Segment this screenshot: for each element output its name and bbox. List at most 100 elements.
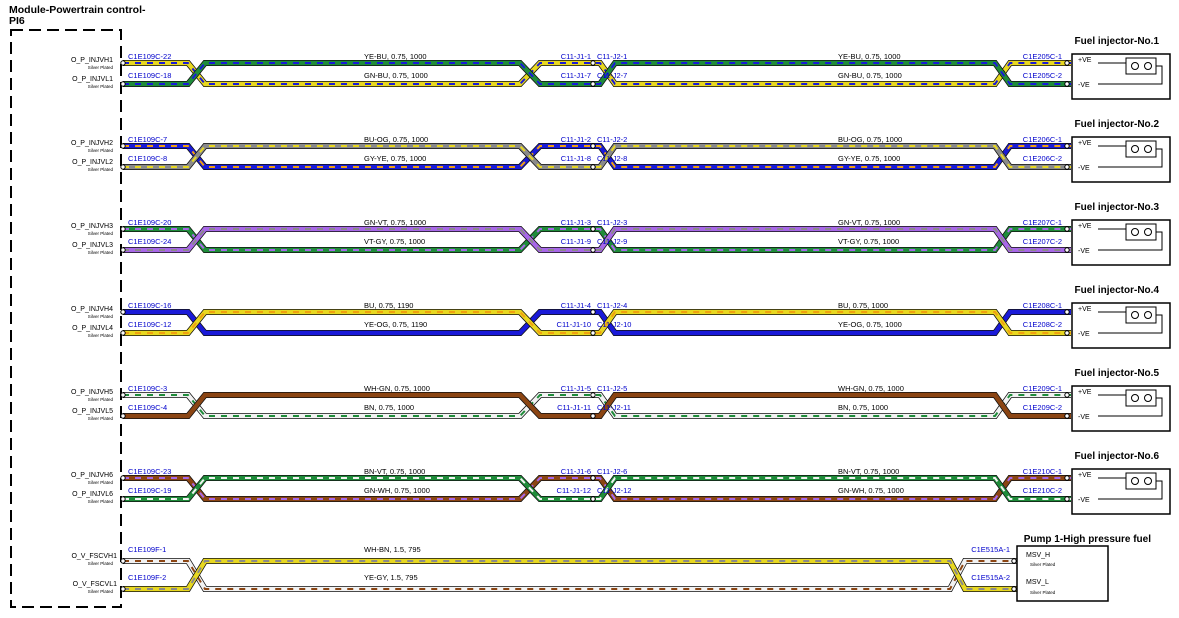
- circuit-2-coil-terminal-1: [1131, 145, 1139, 153]
- circuit-5-left-connector-1: C1E109C-3: [128, 384, 167, 393]
- circuit-6-pin-plating-1: Silver Plated: [88, 480, 114, 485]
- circuit-2-wire-label2-1: BU-OG, 0.75, 1000: [838, 135, 902, 144]
- circuit-2-mid-connector-left-1: C11-J1-2: [561, 135, 591, 144]
- circuit-4-mid-connector-right-1: C11-J2-4: [597, 301, 627, 310]
- circuit-1-coil-lead-2: [1098, 65, 1163, 85]
- circuit-1-wire-2-stripe: [123, 62, 1071, 85]
- circuit-1-mid-connector-left-1: C11-J1-1: [561, 52, 591, 61]
- circuit-2-device-pin2: -VE: [1078, 165, 1090, 172]
- circuit-5-inline-dot-1: [590, 392, 596, 398]
- circuit-1-pin-dot-1: [120, 60, 126, 66]
- circuit-4-inline-dot-2: [590, 330, 596, 336]
- circuit-5-device-pin1: +VE: [1078, 389, 1092, 396]
- circuit-5-left-connector-2: C1E109C-4: [128, 403, 167, 412]
- circuit-2-mid-connector-right-2: C11-J2-8: [597, 154, 627, 163]
- circuit-5-right-connector-2: C1E209C-2: [1023, 403, 1062, 412]
- circuit-6-mid-connector-right-1: C11-J2-6: [597, 467, 627, 476]
- pump-device-pin2: MSV_L: [1026, 579, 1049, 586]
- pump-pin-plating-1: Silver Plated: [88, 561, 114, 566]
- circuit-6-wire-label2-2: GN-WH, 0.75, 1000: [838, 486, 904, 495]
- circuit-3-device-pin2: -VE: [1078, 248, 1090, 255]
- circuit-3-coil-lead-2: [1098, 231, 1163, 251]
- circuit-6-left-connector-2: C1E109C-19: [128, 486, 171, 495]
- circuit-4-device-box: [1071, 302, 1171, 349]
- pump-wire-2: [123, 558, 1017, 592]
- circuit-6-coil-terminal-2: [1144, 477, 1152, 485]
- module-title-line2: PI6: [9, 15, 25, 27]
- circuit-5-wire-label2-2: BN, 0.75, 1000: [838, 403, 888, 412]
- module-dashed-outline: [10, 29, 122, 608]
- circuit-5-wire-2: [123, 392, 1071, 419]
- circuit-6-device-title: Fuel injector-No.6: [1075, 451, 1160, 462]
- pump-wire-label-2: YE-GY, 1.5, 795: [364, 573, 418, 582]
- circuit-6-inline-dot-2: [590, 496, 596, 502]
- circuit-6-wire-label-1: BN-VT, 0.75, 1000: [364, 467, 425, 476]
- pump-pin-label-1: O_V_FSCVH1: [71, 553, 117, 560]
- circuit-2-left-connector-1: C1E109C-7: [128, 135, 167, 144]
- circuit-1-left-connector-2: C1E109C-18: [128, 71, 171, 80]
- circuit-2-inline-dot-2: [590, 164, 596, 170]
- circuit-1-device-dot-2: [1064, 81, 1070, 87]
- circuit-4-mid-connector-left-1: C11-J1-4: [561, 301, 591, 310]
- pump-device-pin1: MSV_H: [1026, 552, 1050, 559]
- circuit-3-right-connector-1: C1E207C-1: [1023, 218, 1062, 227]
- circuit-6-wire-2-stripe: [123, 477, 1071, 500]
- circuit-5-wire-2-stripe: [123, 394, 1071, 417]
- pump-pin-dot-1: [120, 558, 126, 564]
- circuit-3-inline-dot-2: [590, 247, 596, 253]
- circuit-3-wire-2-stripe: [123, 228, 1071, 251]
- pump-wire-2-base: [123, 558, 1017, 592]
- module-title: Module-Powertrain control- PI6: [9, 5, 146, 27]
- circuit-4-wire-2-stripe: [123, 311, 1071, 334]
- circuit-1-device-pin1: +VE: [1078, 57, 1092, 64]
- circuit-2-pin-dot-2: [120, 164, 126, 170]
- circuit-6-inline-dot-1: [590, 475, 596, 481]
- circuit-6-wire-label2-1: BN-VT, 0.75, 1000: [838, 467, 899, 476]
- circuit-5-mid-connector-left-1: C11-J1-5: [561, 384, 591, 393]
- pump-left-connector-2: C1E109F-2: [128, 573, 166, 582]
- circuit-5-pin-plating-1: Silver Plated: [88, 397, 114, 402]
- circuit-5-device-title: Fuel injector-No.5: [1075, 368, 1160, 379]
- circuit-5-wire-label-1: WH-GN, 0.75, 1000: [364, 384, 430, 393]
- pump-device-title: Pump 1-High pressure fuel: [1024, 534, 1151, 545]
- pump-device-box: [1016, 545, 1109, 602]
- circuit-2-device-dot-1: [1064, 143, 1070, 149]
- circuit-3-wire-label2-1: GN-VT, 0.75, 1000: [838, 218, 900, 227]
- pump-wire-1-stripe: [123, 560, 1017, 590]
- circuit-1-device-pin2: -VE: [1078, 82, 1090, 89]
- circuit-2-right-connector-2: C1E206C-2: [1023, 154, 1062, 163]
- circuit-4-pin-label-2: O_P_INJVL4: [72, 325, 113, 332]
- circuit-1-right-connector-1: C1E205C-1: [1023, 52, 1062, 61]
- circuit-1-left-connector-1: C1E109C-22: [128, 52, 171, 61]
- circuit-6-pin-label-2: O_P_INJVL6: [72, 491, 113, 498]
- circuit-6-device-pin1: +VE: [1078, 472, 1092, 479]
- circuit-1-mid-connector-right-1: C11-J2-1: [597, 52, 627, 61]
- pump-device-plating-2: Silver Plated: [1030, 590, 1056, 595]
- circuit-4-device-dot-2: [1064, 330, 1070, 336]
- circuit-3-wire-label-1: GN-VT, 0.75, 1000: [364, 218, 426, 227]
- circuit-5-right-connector-1: C1E209C-1: [1023, 384, 1062, 393]
- circuit-4-wire-label2-1: BU, 0.75, 1000: [838, 301, 888, 310]
- circuit-2-pin-plating-1: Silver Plated: [88, 148, 114, 153]
- circuit-1-wire-2: [123, 60, 1071, 87]
- circuit-2-coil-terminal-2: [1144, 145, 1152, 153]
- circuit-3-device-dot-1: [1064, 226, 1070, 232]
- circuit-5-coil-lead-2: [1098, 397, 1163, 417]
- circuit-5-wire-label2-1: WH-GN, 0.75, 1000: [838, 384, 904, 393]
- pump-pin-dot-2: [120, 586, 126, 592]
- circuit-2-right-connector-1: C1E206C-1: [1023, 135, 1062, 144]
- pump-device-plating-1: Silver Plated: [1030, 562, 1056, 567]
- circuit-1-device-title: Fuel injector-No.1: [1075, 36, 1160, 47]
- module-title-line1: Module-Powertrain control-: [9, 4, 146, 16]
- circuit-3-right-connector-2: C1E207C-2: [1023, 237, 1062, 246]
- circuit-3-mid-connector-left-2: C11-J1-9: [561, 237, 591, 246]
- circuit-1-pin-plating-1: Silver Plated: [88, 65, 114, 70]
- circuit-3-mid-connector-right-1: C11-J2-3: [597, 218, 627, 227]
- circuit-2-pin-label-1: O_P_INJVH2: [71, 140, 113, 147]
- pump-wire-2-stripe: [123, 560, 1017, 590]
- pump-device-dot-1: [1011, 558, 1017, 564]
- pump-wire-1-base: [123, 558, 1017, 592]
- circuit-2-wire-2-stripe: [123, 145, 1071, 168]
- circuit-1-mid-connector-left-2: C11-J1-7: [561, 71, 591, 80]
